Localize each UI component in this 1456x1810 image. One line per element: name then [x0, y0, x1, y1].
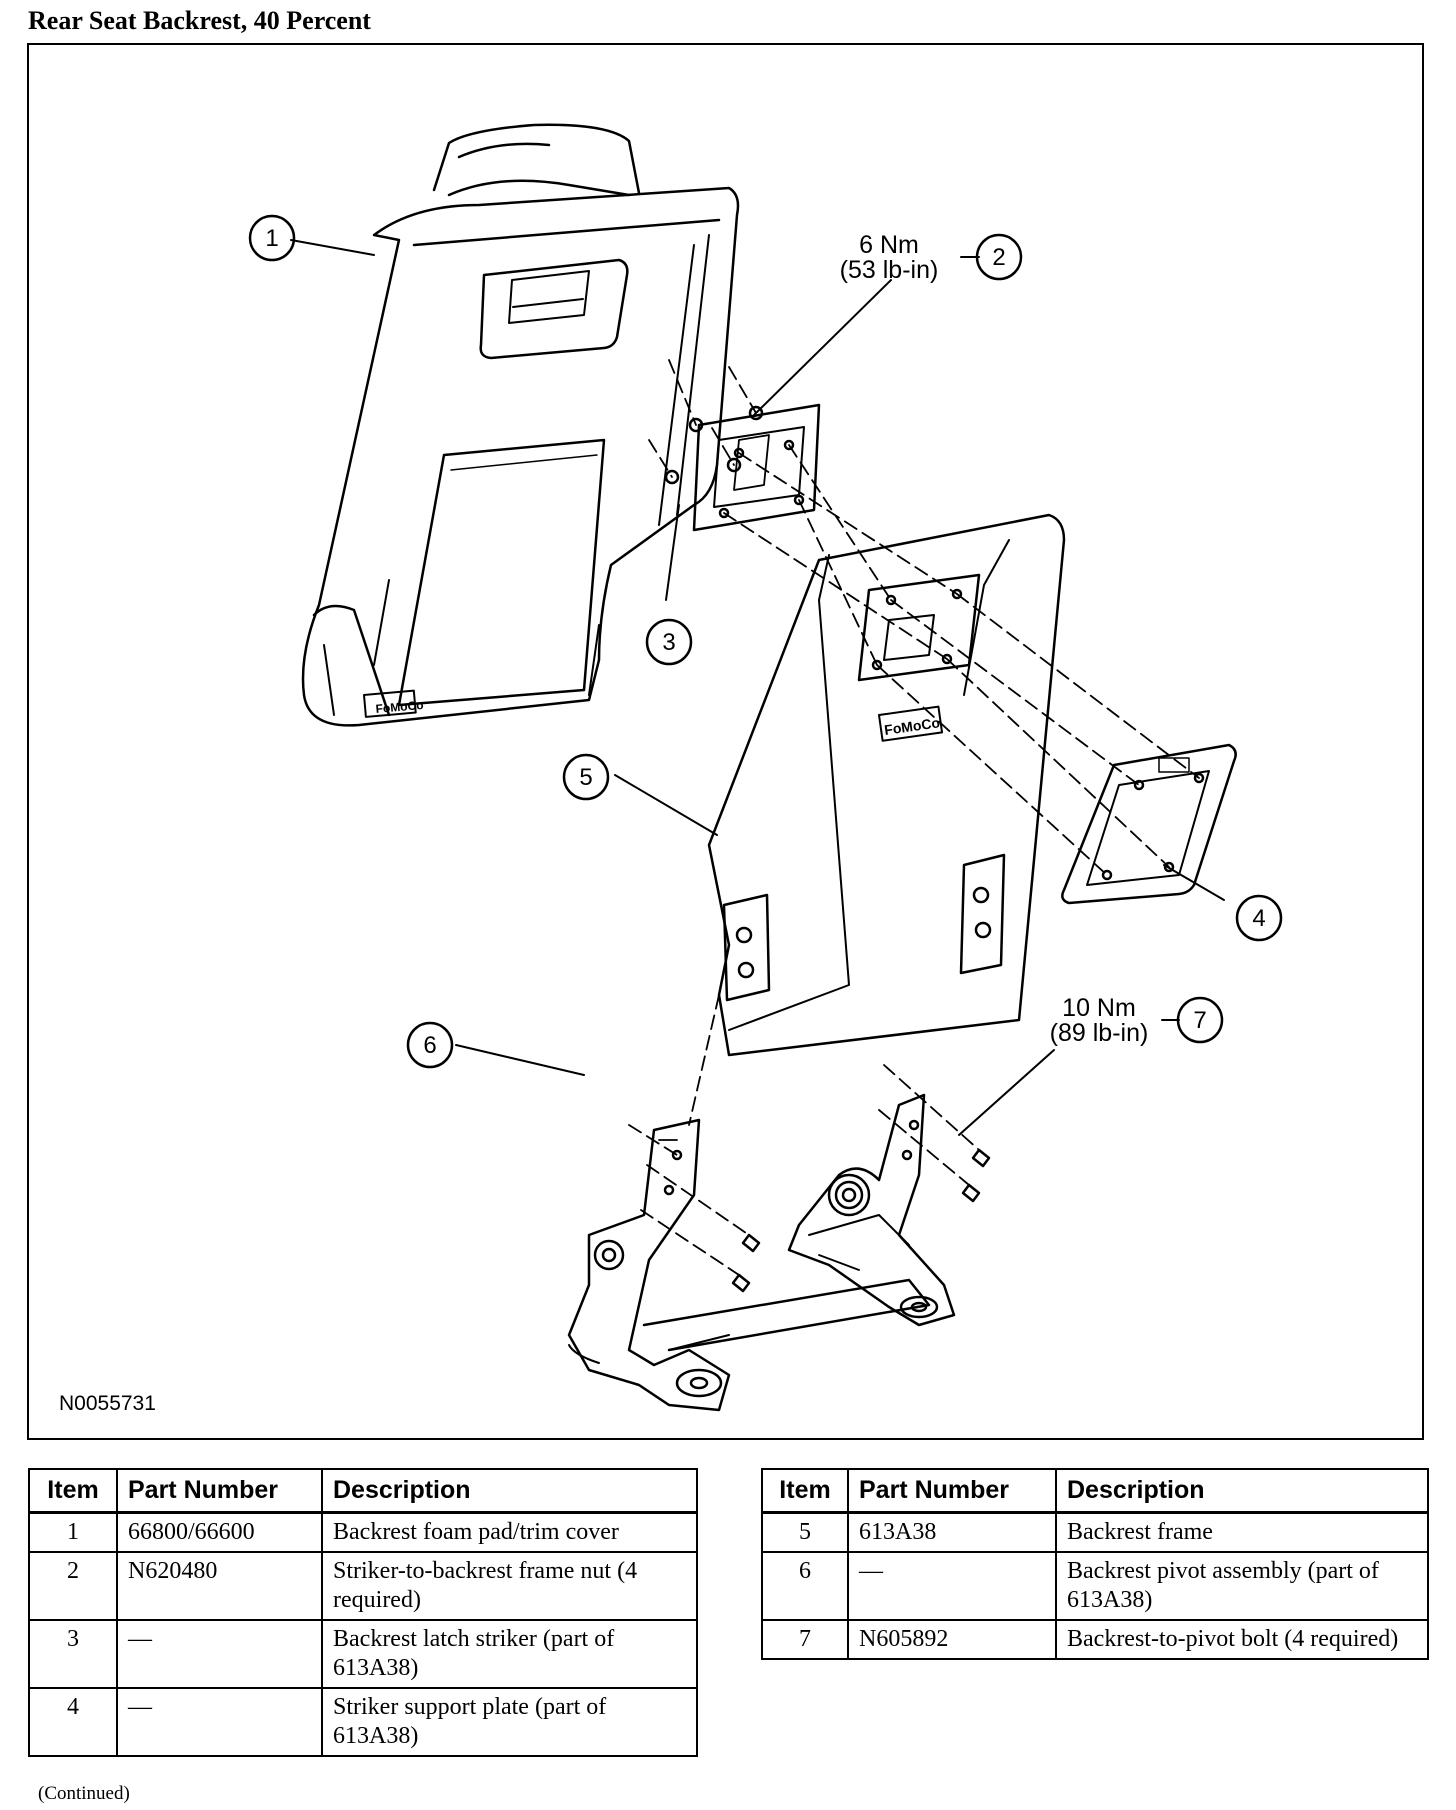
- backrest-pivot-assembly: [567, 1093, 956, 1412]
- torque-2-nm: 6 Nm: [859, 231, 919, 259]
- cell-part-number: —: [116, 1687, 323, 1757]
- leader-lines: [290, 239, 1225, 1136]
- header-item: Item: [28, 1468, 118, 1514]
- striker-nuts: [664, 405, 764, 485]
- cell-description: Backrest latch striker (part of 613A38): [321, 1619, 698, 1689]
- cell-part-number: 613A38: [847, 1511, 1057, 1553]
- cell-item: 3: [28, 1619, 118, 1689]
- table-row: 6 — Backrest pivot assembly (part of 613…: [761, 1551, 1429, 1621]
- callout-7-number: 7: [1193, 1007, 1206, 1034]
- table-row: 2 N620480 Striker-to-backrest frame nut …: [28, 1551, 698, 1621]
- header-part-number: Part Number: [116, 1468, 323, 1514]
- table-row: 5 613A38 Backrest frame: [761, 1511, 1429, 1553]
- cell-description: Striker support plate (part of 613A38): [321, 1687, 698, 1757]
- fomoco-label-frame: FoMoCo: [883, 714, 941, 738]
- parts-table-right: Item Part Number Description 5 613A38 Ba…: [761, 1468, 1429, 1660]
- cell-part-number: 66800/66600: [116, 1511, 323, 1553]
- cell-part-number: N605892: [847, 1619, 1057, 1660]
- callout-4-number: 4: [1252, 905, 1265, 932]
- backrest-frame: [707, 513, 1066, 1057]
- backrest-latch-striker: [692, 403, 821, 532]
- cell-description: Backrest foam pad/trim cover: [321, 1511, 698, 1553]
- callout-5-number: 5: [579, 764, 592, 791]
- callout-4: [1235, 894, 1283, 942]
- callout-1-number: 1: [265, 225, 278, 252]
- cell-part-number: —: [116, 1619, 323, 1689]
- assembly-lines: [628, 359, 1200, 1276]
- callout-6: [406, 1021, 454, 1069]
- header-part-number: Part Number: [847, 1468, 1057, 1514]
- table-row: 7 N605892 Backrest-to-pivot bolt (4 requ…: [761, 1619, 1429, 1660]
- cell-description: Backrest frame: [1055, 1511, 1429, 1553]
- cell-item: 4: [28, 1687, 118, 1757]
- cell-item: 2: [28, 1551, 118, 1621]
- callout-5: [562, 753, 610, 801]
- callout-2: [975, 233, 1023, 281]
- exploded-view-drawing: FoMoCo: [59, 123, 1283, 1415]
- cell-description: Backrest-to-pivot bolt (4 required): [1055, 1619, 1429, 1660]
- torque-7-nm: 10 Nm: [1062, 994, 1136, 1022]
- continued-note: (Continued): [38, 1783, 130, 1804]
- backrest-foam-pad: [301, 123, 740, 727]
- header-item: Item: [761, 1468, 849, 1514]
- header-description: Description: [321, 1468, 698, 1514]
- cell-item: 7: [761, 1619, 849, 1660]
- header-description: Description: [1055, 1468, 1429, 1514]
- cell-item: 1: [28, 1511, 118, 1553]
- parts-table-left: Item Part Number Description 1 66800/666…: [28, 1468, 698, 1757]
- callout-3-number: 3: [662, 629, 675, 656]
- pivot-bolts: [731, 1148, 991, 1293]
- cell-item: 6: [761, 1551, 849, 1621]
- cell-item: 5: [761, 1511, 849, 1553]
- fomoco-label-pad: FoMoCo: [375, 698, 424, 716]
- cell-description: Striker-to-backrest frame nut (4 require…: [321, 1551, 698, 1621]
- striker-support-plate: [1061, 743, 1237, 905]
- torque-7-lbin: (89 lb-in): [1050, 1019, 1149, 1047]
- table-row: 4 — Striker support plate (part of 613A3…: [28, 1687, 698, 1757]
- exploded-view-figure: FoMoCo: [27, 43, 1424, 1440]
- cell-part-number: N620480: [116, 1551, 323, 1621]
- callout-7: [1176, 996, 1224, 1044]
- torque-2-lbin: (53 lb-in): [840, 256, 939, 284]
- table-row: 1 66800/66600 Backrest foam pad/trim cov…: [28, 1511, 698, 1553]
- cell-part-number: —: [847, 1551, 1057, 1621]
- figure-id: N0055731: [59, 1392, 156, 1415]
- cell-description: Backrest pivot assembly (part of 613A38): [1055, 1551, 1429, 1621]
- callout-2-number: 2: [992, 244, 1005, 271]
- callout-6-number: 6: [423, 1032, 436, 1059]
- callout-3: [645, 618, 693, 666]
- callout-1: [248, 214, 296, 262]
- table-row: 3 — Backrest latch striker (part of 613A…: [28, 1619, 698, 1689]
- page-title: Rear Seat Backrest, 40 Percent: [28, 6, 371, 35]
